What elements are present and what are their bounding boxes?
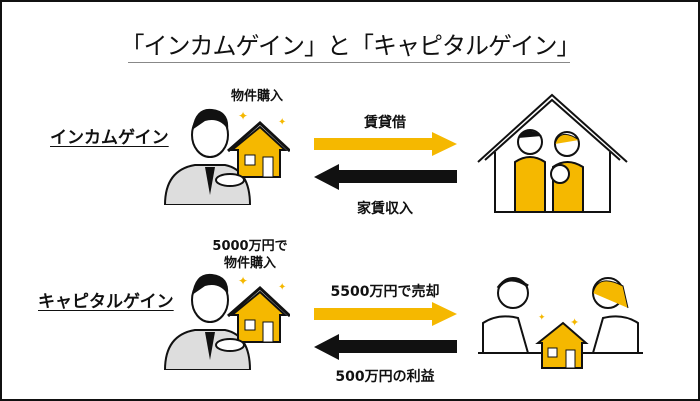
purchase-price-text: 5000万円で物件購入: [212, 239, 288, 271]
sale-price-label: 5500万円で売却: [330, 284, 440, 300]
house-icon: [227, 120, 290, 178]
arrow-left-icon: [314, 164, 457, 190]
arrow-right-icon: [314, 132, 457, 156]
rent-income-label: 家賃収入: [357, 201, 413, 217]
family-in-house-icon: [477, 93, 628, 213]
svg-text:✦: ✦: [278, 282, 286, 293]
couple-buying-house-icon: ✦✦: [478, 277, 643, 369]
svg-text:✦: ✦: [570, 316, 579, 329]
lease-label: 賃貸借: [364, 115, 406, 131]
businessman-with-house-icon: ✦✦: [163, 108, 290, 205]
purchase-text: 物件購入: [230, 89, 283, 104]
svg-text:✦: ✦: [278, 117, 286, 128]
arrows-row-2: [314, 302, 457, 360]
arrow-left-icon: [314, 334, 457, 360]
title-divider: [128, 62, 570, 63]
svg-text:✦: ✦: [238, 274, 248, 288]
page-title: 「インカムゲイン」と「キャピタルゲイン」: [120, 32, 580, 60]
income-gain-label: インカムゲイン: [50, 128, 169, 148]
arrow-right-icon: [314, 302, 457, 326]
arrows-row-1: [314, 132, 457, 190]
profit-label: 500万円の利益: [335, 369, 435, 385]
capital-gain-label: キャピタルゲイン: [38, 292, 174, 312]
businessman-with-house-icon: ✦✦: [163, 273, 290, 370]
svg-text:✦: ✦: [238, 109, 248, 123]
svg-text:✦: ✦: [538, 313, 546, 323]
